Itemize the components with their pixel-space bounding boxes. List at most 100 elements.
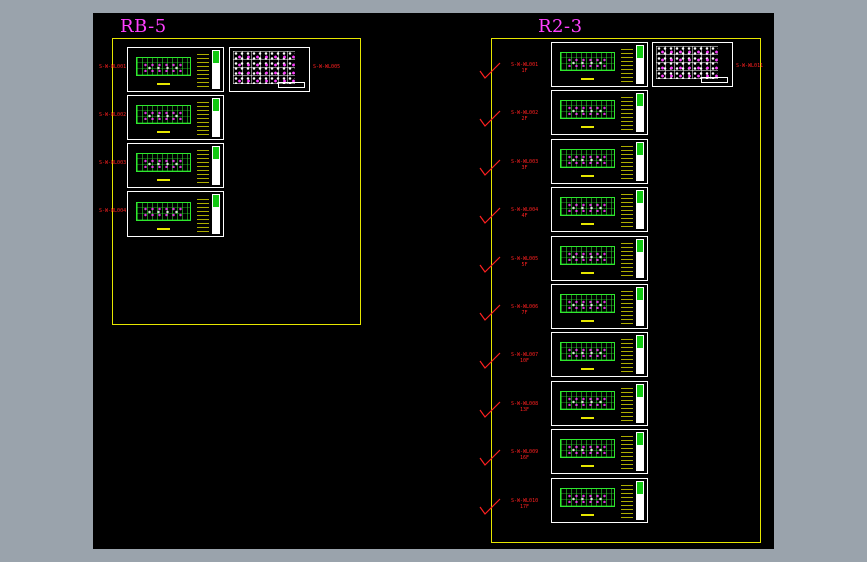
table-footer (701, 77, 728, 83)
checkmark-icon (479, 352, 501, 369)
title-block (636, 142, 644, 181)
sheet-code: S-W-WL006 (511, 304, 539, 310)
sheet-floor: 7F (521, 310, 528, 316)
cad-model-space[interactable]: RB-5 S-W-WL001 S-W-WL002 S-W-WL003 S-W-W… (93, 13, 774, 549)
plan-caption (580, 513, 594, 516)
drawing-sheet[interactable] (551, 90, 648, 135)
plan-caption (580, 77, 594, 80)
title-block (636, 190, 644, 229)
title-block (212, 194, 220, 234)
sheet-tag: S-W-WL001 (99, 64, 127, 70)
sheet-floor: 3F (521, 165, 528, 171)
sheet-code: S-W-WL005 (511, 256, 539, 262)
general-notes (197, 100, 209, 135)
general-notes (197, 148, 209, 183)
sheet-tag: S-W-WL005 (313, 64, 341, 70)
title-block (212, 50, 220, 89)
sheet-floor: 4F (521, 213, 528, 219)
group-frame-r23[interactable] (491, 38, 761, 543)
title-block (636, 239, 644, 278)
schedule-table-sheet[interactable] (652, 42, 733, 87)
sheet-floor: 17F (520, 504, 530, 510)
general-notes (621, 289, 633, 324)
drawing-sheet[interactable] (551, 429, 648, 474)
drawing-sheet[interactable] (551, 236, 648, 281)
floor-plan-thumbnail (559, 342, 615, 362)
checkmark-icon (479, 62, 501, 79)
title-block (636, 45, 644, 84)
plan-caption (580, 319, 594, 322)
general-notes (621, 337, 633, 372)
table-footer (278, 82, 305, 88)
floor-plan-thumbnail (559, 197, 615, 217)
floor-plan-thumbnail (559, 149, 615, 169)
drawing-sheet[interactable] (551, 139, 648, 184)
general-notes (621, 47, 633, 82)
general-notes (621, 95, 633, 130)
checkmark-icon (479, 207, 501, 224)
drawing-sheet[interactable] (551, 284, 648, 329)
general-notes (197, 52, 209, 87)
title-block (636, 384, 644, 423)
sheet-tag: S-W-WL003 (99, 160, 127, 166)
drawing-sheet[interactable] (551, 42, 648, 87)
drawing-sheet[interactable] (127, 143, 224, 188)
drawing-sheet[interactable] (551, 332, 648, 377)
general-notes (621, 241, 633, 276)
sheet-code: S-W-WL001 (511, 62, 539, 68)
drawing-sheet[interactable] (551, 187, 648, 232)
plan-caption (580, 125, 594, 128)
group-title-rb5: RB-5 (120, 16, 167, 37)
general-notes (621, 144, 633, 179)
drawing-sheet[interactable] (127, 47, 224, 92)
group-frame-rb5[interactable] (112, 38, 361, 325)
floor-plan-thumbnail (559, 391, 615, 411)
drawing-sheet[interactable] (551, 381, 648, 426)
title-block (636, 335, 644, 374)
floor-plan-thumbnail (135, 201, 191, 222)
sheet-floor: 5F (521, 262, 528, 268)
floor-plan-thumbnail (559, 488, 615, 508)
schedule-table-sheet[interactable] (229, 47, 310, 92)
plan-caption (580, 222, 594, 225)
drawing-sheet[interactable] (551, 478, 648, 523)
floor-plan-thumbnail (559, 294, 615, 314)
sheet-tag: S-W-WL011 (736, 63, 764, 69)
general-notes (621, 483, 633, 518)
checkmark-icon (479, 304, 501, 321)
drawing-sheet[interactable] (127, 95, 224, 140)
floor-plan-thumbnail (135, 57, 191, 77)
sheet-code: S-W-WL003 (511, 159, 539, 165)
plan-caption (580, 367, 594, 370)
sheet-floor: 16F (520, 455, 530, 461)
plan-caption (156, 130, 170, 133)
title-block (636, 432, 644, 471)
floor-plan-thumbnail (559, 100, 615, 120)
general-notes (197, 196, 209, 232)
sheet-tag: S-W-WL004 (99, 208, 127, 214)
schedule-table (233, 50, 295, 85)
floor-plan-thumbnail (135, 153, 191, 173)
title-block (212, 146, 220, 185)
sheet-floor: 13F (520, 407, 530, 413)
plan-caption (156, 82, 170, 85)
general-notes (621, 192, 633, 227)
sheet-tag: S-W-WL002 (99, 112, 127, 118)
drawing-sheet[interactable] (127, 191, 224, 237)
plan-caption (156, 227, 170, 230)
plan-caption (580, 464, 594, 467)
sheet-code: S-W-WL008 (511, 401, 539, 407)
sheet-code: S-W-WL002 (511, 110, 539, 116)
floor-plan-thumbnail (559, 246, 615, 266)
schedule-table (656, 45, 718, 80)
general-notes (621, 434, 633, 469)
sheet-floor: 2F (521, 116, 528, 122)
